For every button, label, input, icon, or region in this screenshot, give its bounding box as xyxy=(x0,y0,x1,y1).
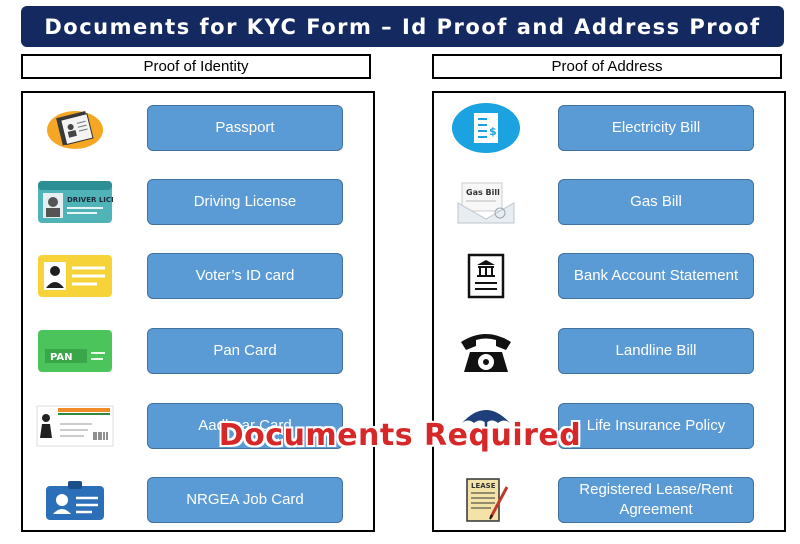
list-item: PAN Pan Card xyxy=(23,328,373,374)
list-item: $ Electricity Bill xyxy=(434,103,784,153)
job-card-button[interactable]: NRGEA Job Card xyxy=(147,477,343,523)
telephone-icon xyxy=(446,328,526,374)
bank-statement-icon xyxy=(446,253,526,299)
identity-header: Proof of Identity xyxy=(21,54,371,79)
lease-document-icon: LEASE xyxy=(446,477,526,523)
passport-icon xyxy=(35,105,115,151)
job-card-icon xyxy=(35,477,115,523)
svg-text:Gas Bill: Gas Bill xyxy=(466,188,500,197)
pan-card-icon: PAN xyxy=(35,328,115,374)
voter-id-icon xyxy=(35,253,115,299)
list-item: Voter’s ID card xyxy=(23,253,373,299)
address-header: Proof of Address xyxy=(432,54,782,79)
insurance-umbrella-icon xyxy=(446,403,526,449)
list-item: NRGEA Job Card xyxy=(23,477,373,523)
list-item: DRIVER LICENSE Driving License xyxy=(23,179,373,225)
list-item: Landline Bill xyxy=(434,328,784,374)
gas-bill-icon: Gas Bill xyxy=(446,179,526,225)
aadhaar-card-icon xyxy=(35,403,115,449)
svg-text:PAN: PAN xyxy=(50,352,73,363)
pan-card-button[interactable]: Pan Card xyxy=(147,328,343,374)
page-title: Documents for KYC Form – Id Proof and Ad… xyxy=(21,6,784,47)
svg-text:LEASE: LEASE xyxy=(471,482,496,490)
list-item: Passport xyxy=(23,105,373,151)
list-item: Gas Bill Gas Bill xyxy=(434,179,784,225)
lease-agreement-button[interactable]: Registered Lease/Rent Agreement xyxy=(558,477,754,523)
list-item: Bank Account Statement xyxy=(434,253,784,299)
svg-text:DRIVER LICENSE: DRIVER LICENSE xyxy=(67,196,113,204)
aadhaar-card-button[interactable]: Aadhaar Card xyxy=(147,403,343,449)
passport-button[interactable]: Passport xyxy=(147,105,343,151)
svg-text:$: $ xyxy=(489,125,497,138)
identity-panel: Passport DRIVER LICENSE Driving License xyxy=(21,91,375,532)
driving-license-button[interactable]: Driving License xyxy=(147,179,343,225)
gas-bill-button[interactable]: Gas Bill xyxy=(558,179,754,225)
watermark-text: Documents Required xyxy=(218,418,582,453)
bank-statement-button[interactable]: Bank Account Statement xyxy=(558,253,754,299)
landline-bill-button[interactable]: Landline Bill xyxy=(558,328,754,374)
life-insurance-button[interactable]: Life Insurance Policy xyxy=(558,403,754,449)
list-item: LEASE Registered Lease/Rent Agreement xyxy=(434,477,784,523)
voters-id-button[interactable]: Voter’s ID card xyxy=(147,253,343,299)
list-item: Aadhaar Card xyxy=(23,403,373,449)
electricity-bill-button[interactable]: Electricity Bill xyxy=(558,105,754,151)
list-item: Life Insurance Policy xyxy=(434,403,784,449)
address-panel: $ Electricity Bill Gas Bill Gas Bill xyxy=(432,91,786,532)
driving-license-icon: DRIVER LICENSE xyxy=(35,179,115,225)
electricity-bill-icon: $ xyxy=(446,103,526,153)
